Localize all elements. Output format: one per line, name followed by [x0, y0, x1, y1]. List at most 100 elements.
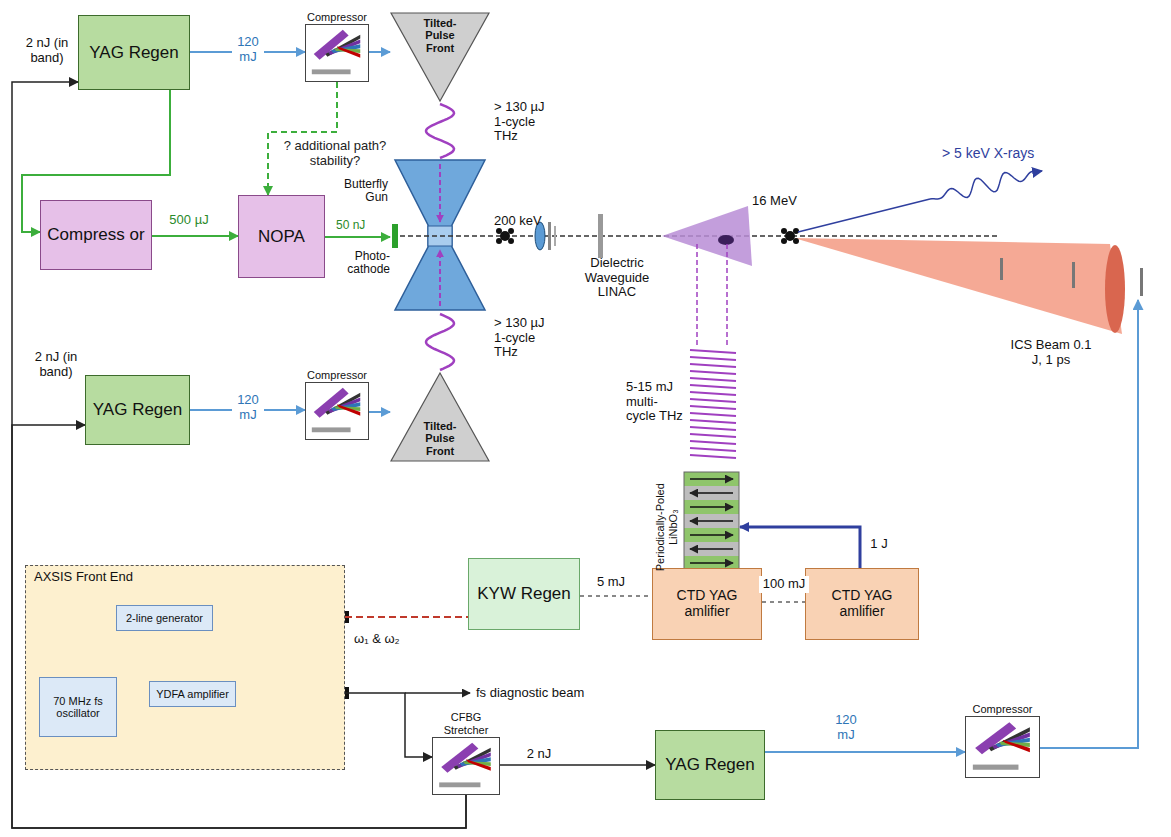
- compressor-icon: [306, 25, 368, 81]
- plate: [1140, 268, 1143, 296]
- connector: [369, 51, 390, 53]
- ics-beam: [794, 238, 1122, 334]
- thz-beam: [726, 244, 728, 345]
- thz-coil: [690, 364, 736, 367]
- node-label: Periodically-Poled LiNbO₃: [654, 471, 680, 583]
- circle: [496, 228, 502, 234]
- thz-coil: [690, 371, 736, 374]
- node-label: YDFA amplifier: [156, 688, 229, 700]
- thz-coil: [690, 441, 736, 444]
- thz-beam: [696, 244, 698, 345]
- annotation: Butterfly Gun: [326, 178, 388, 205]
- annotation: 200 keV: [494, 214, 554, 229]
- domain: [684, 472, 739, 486]
- connector: [152, 235, 238, 237]
- node-label: Compress or: [47, 225, 144, 244]
- thz-coil: [690, 350, 736, 353]
- compressor: Compressor: [965, 716, 1040, 778]
- electron-bunch: [496, 228, 514, 244]
- spectral-ray: [454, 748, 491, 770]
- node-label: YAG Regen: [665, 755, 754, 774]
- photocathode: [392, 224, 398, 248]
- domain: [684, 514, 739, 528]
- node-label: Compressor: [973, 703, 1033, 715]
- domain: [684, 500, 739, 514]
- annotation: Photo- cathode: [332, 250, 390, 277]
- thz-coil: [690, 455, 736, 458]
- edge-label: 120 mJ: [232, 34, 264, 65]
- node-label: NOPA: [258, 227, 305, 246]
- compressor: Compressor: [305, 24, 369, 82]
- circle: [496, 238, 502, 244]
- node-label: CTD YAG amlifier: [810, 588, 914, 619]
- thz-field: [439, 164, 441, 222]
- bunch: [718, 235, 734, 245]
- thz-coil: [690, 378, 736, 381]
- thz-coil: [690, 434, 736, 437]
- grating-base: [973, 765, 1019, 770]
- plate: [554, 226, 556, 246]
- annotation: ω₁ & ω₂: [354, 632, 400, 647]
- node-label: Tilted-Pulse Front: [411, 420, 469, 457]
- edge-label: ? additional path? stability?: [280, 138, 390, 169]
- diag-beam: [405, 692, 470, 694]
- plate: [1072, 262, 1075, 288]
- plate: [1000, 258, 1003, 280]
- xray-beam: [798, 199, 930, 232]
- thz-coil: [690, 420, 736, 423]
- green-beam: [325, 236, 390, 238]
- thz-wave: [426, 314, 454, 370]
- annotation: 50 nJ: [336, 219, 380, 232]
- node-label: Tilted-Pulse Front: [411, 17, 469, 54]
- connector: [580, 595, 652, 597]
- annotation: 16 MeV: [752, 194, 812, 209]
- process-box: 2-line generator: [116, 605, 213, 631]
- node-label: YAG Regen: [93, 400, 182, 419]
- pole-arrow: [690, 478, 733, 480]
- compressor-icon: [306, 383, 368, 439]
- annotation: ICS Beam 0.1 J, 1 ps: [1010, 338, 1092, 367]
- node-label: YAG Regen: [89, 43, 178, 62]
- annotation: 5-15 mJ multi- cycle THz: [626, 380, 686, 424]
- edge-label: 120 mJ: [232, 392, 264, 423]
- spectral-ray: [325, 35, 360, 57]
- circle: [793, 228, 799, 234]
- compressor-icon: [966, 717, 1039, 777]
- edge-label: 120 mJ: [830, 712, 862, 743]
- process-box: CFBG Stretcher: [432, 737, 500, 795]
- grating-base: [439, 782, 480, 787]
- edge-label: 2 nJ: [520, 746, 558, 763]
- process-box: YAG Regen: [655, 730, 765, 800]
- connector: [500, 764, 655, 766]
- circle: [508, 228, 514, 234]
- grating-base: [312, 69, 351, 74]
- circle: [781, 238, 787, 244]
- process-box: Periodically-Poled LiNbO₃: [683, 470, 740, 585]
- domain: [684, 542, 739, 556]
- annotation: 2 nJ (in band): [28, 350, 84, 379]
- grating-base: [312, 427, 351, 432]
- annotation: > 130 µJ 1-cycle THz: [494, 100, 558, 144]
- pole-arrow: [690, 506, 733, 508]
- connector: [765, 751, 965, 753]
- thz-wave: [426, 104, 454, 158]
- pole-arrow: [690, 492, 733, 494]
- spectral-ray: [1003, 740, 1030, 752]
- compressor-icon: [433, 738, 499, 794]
- triangle: [391, 13, 489, 101]
- electron-bunch: [781, 228, 799, 244]
- spectral-ray: [337, 404, 360, 416]
- annotation: 2 nJ (in band): [18, 36, 76, 65]
- process-box: Tilted-Pulse Front: [390, 372, 490, 462]
- process-box: Compress or: [40, 200, 152, 270]
- node-label: AXSIS Front End: [34, 570, 133, 585]
- annotation: > 130 µJ 1-cycle THz: [494, 316, 558, 360]
- connector: [762, 601, 805, 603]
- thz-coil: [690, 357, 736, 360]
- process-box: 70 MHz fs oscillator: [39, 677, 117, 737]
- domain: [684, 528, 739, 542]
- thz-coil: [690, 392, 736, 395]
- connector: [345, 693, 432, 757]
- ics-spot: [1105, 245, 1125, 333]
- thz-coil: [690, 413, 736, 416]
